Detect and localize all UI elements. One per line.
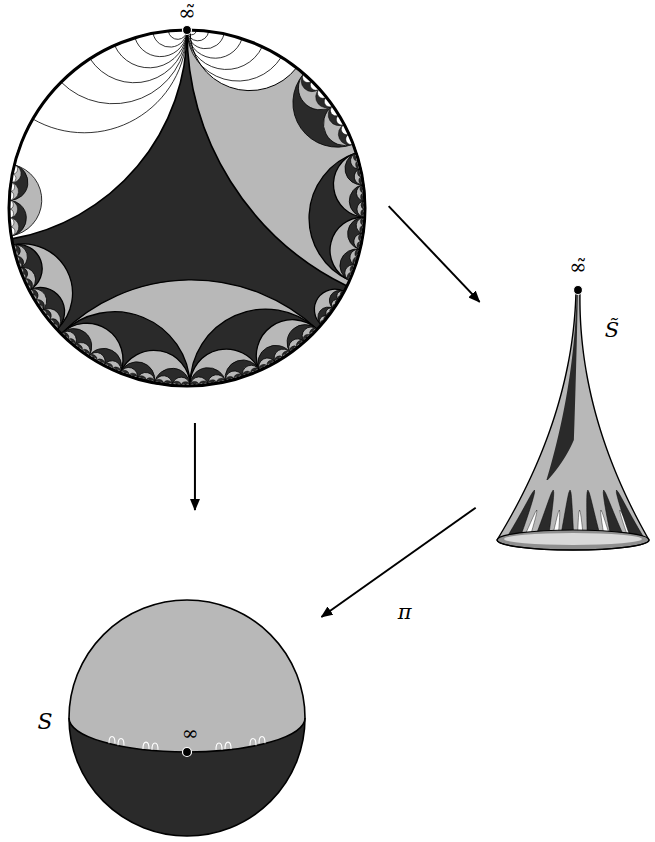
pseudosphere-surface: ∞̃ S̃	[492, 245, 652, 563]
shape-outline	[6, 2, 368, 390]
surface-ground	[497, 290, 649, 550]
sphere-surface: S∞	[28, 596, 310, 840]
ideal-region	[13, 244, 73, 329]
figure-part	[497, 286, 649, 551]
surface-name: S	[37, 709, 52, 734]
figure-part	[69, 600, 305, 836]
figure-part	[9, 26, 365, 387]
marked-point	[183, 26, 192, 35]
surface-cusp	[616, 490, 643, 538]
ideal-region	[13, 244, 42, 290]
ideal-region	[256, 320, 317, 371]
surface-region	[546, 290, 577, 480]
ideal-region	[316, 89, 333, 108]
ideal-region	[61, 329, 92, 357]
surface-name: S̃	[605, 318, 619, 342]
ideal-region	[9, 30, 187, 239]
ideal-region	[42, 309, 61, 330]
cusp-squiggle	[152, 743, 158, 750]
cusp-squiggle	[109, 737, 115, 744]
disk-boundary	[9, 30, 365, 386]
ideal-region	[61, 331, 76, 346]
ideal-region	[61, 280, 317, 386]
cusp-point-label: ∞̃	[569, 255, 587, 279]
cusp-squiggle	[225, 742, 231, 749]
cusp-squiggle	[250, 738, 256, 745]
geodesic-line	[187, 30, 262, 69]
horn-surface	[497, 290, 649, 550]
ideal-region	[302, 327, 317, 342]
ideal-region	[187, 30, 365, 286]
shape-outline	[492, 245, 652, 563]
ideal-point-label: ∞̃	[178, 1, 196, 25]
ideal-region	[293, 74, 353, 147]
upper-hemisphere	[69, 600, 305, 752]
marked-point	[183, 748, 192, 757]
cusp-squiggle	[259, 737, 265, 744]
map-label: π	[395, 600, 415, 624]
puncture-label: ∞	[182, 722, 199, 745]
geodesic-line	[33, 30, 187, 133]
lower-hemisphere	[69, 600, 305, 836]
covering-arrow	[194, 423, 196, 510]
ideal-region	[29, 287, 64, 329]
hyperbolic-tessellation	[9, 30, 365, 386]
cusp-squiggle	[118, 738, 124, 745]
hyperbolic-disk: ∞̃	[6, 2, 368, 390]
ideal-region	[9, 165, 42, 236]
shape-outline	[28, 596, 310, 840]
geodesic-line	[187, 30, 242, 58]
ideal-region	[287, 325, 317, 353]
ideal-region	[301, 74, 319, 92]
cusp-squiggle	[216, 743, 222, 750]
disk-ground	[9, 30, 365, 386]
sphere-outline	[69, 600, 305, 836]
marked-point	[574, 286, 583, 295]
ideal-region	[120, 350, 190, 386]
surface-rim	[504, 533, 642, 545]
cusp-squiggle	[143, 742, 149, 749]
ideal-region	[314, 289, 344, 325]
surface-outline	[497, 290, 649, 550]
ideal-region	[298, 74, 332, 110]
covering-arrow	[389, 206, 480, 302]
ideal-region	[61, 323, 123, 373]
sphere-figure	[69, 600, 305, 836]
